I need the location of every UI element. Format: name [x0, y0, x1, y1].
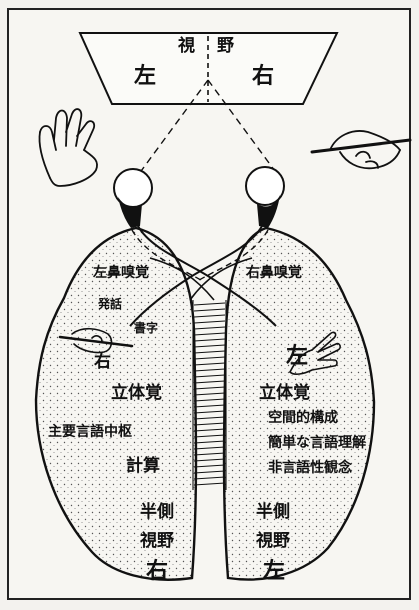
writing-label: 書字 — [134, 322, 158, 334]
language-center-label: 主要言語中枢 — [48, 425, 132, 439]
right-hemifield-label-2: 視野 — [256, 533, 290, 550]
left-hemifield-label-1: 半側 — [140, 504, 174, 521]
right-eye — [246, 167, 284, 228]
left-eye — [114, 169, 152, 228]
visual-field-title-left: 視 — [178, 38, 195, 55]
left-hand-side-label: 右 — [94, 354, 111, 371]
right-hand-side-label: 左 — [286, 346, 308, 368]
calculation-label: 計算 — [126, 458, 160, 475]
spatial-construction-label: 空間的構成 — [268, 411, 338, 425]
visual-field-left: 左 — [134, 66, 156, 88]
right-smell-label: 右鼻嗅覚 — [246, 266, 302, 280]
left-stereognosis-label: 立体覚 — [111, 385, 162, 402]
visual-field-title-right: 野 — [217, 38, 234, 55]
visual-field-right: 右 — [252, 66, 274, 88]
corpus-callosum — [193, 300, 226, 490]
speech-label: 発話 — [98, 298, 122, 310]
nonverbal-ideation-label: 非言語性観念 — [268, 461, 352, 475]
writing-hand-icon — [312, 131, 410, 168]
open-hand-icon — [39, 109, 97, 186]
left-smell-label: 左鼻嗅覚 — [93, 266, 149, 280]
right-hemifield-side-label: 左 — [263, 561, 285, 583]
right-stereognosis-label: 立体覚 — [259, 385, 310, 402]
left-hemifield-label-2: 視野 — [140, 533, 174, 550]
right-hemifield-label-1: 半側 — [256, 504, 290, 521]
simple-language-label: 簡単な言語理解 — [268, 436, 366, 450]
left-hemifield-side-label: 右 — [146, 561, 168, 583]
